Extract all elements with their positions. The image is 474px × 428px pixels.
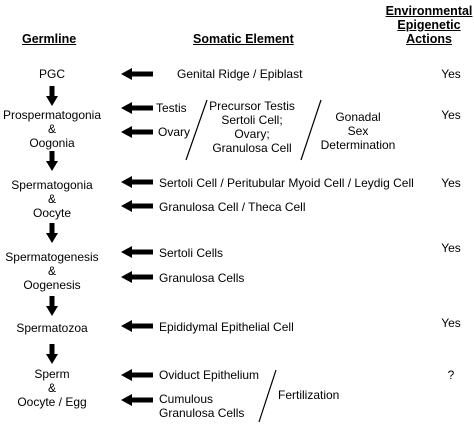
somatic-cumulous-granulosa: Granulosa Cells xyxy=(159,406,245,420)
left-arrow-icon xyxy=(121,320,153,332)
divider-line xyxy=(258,369,277,423)
down-arrow-icon xyxy=(46,344,58,364)
somatic-granulosa-cells: Granulosa Cells xyxy=(159,271,245,285)
germline-oogenesis: Oogenesis xyxy=(23,278,81,292)
action-yes: Yes xyxy=(441,241,461,255)
germline-oocyte: Oocyte xyxy=(32,206,71,220)
environmental-header-line3: Actions xyxy=(406,32,452,46)
somatic-genital-ridge: Genital Ridge / Epiblast xyxy=(177,67,303,81)
left-arrow-icon xyxy=(121,394,153,406)
somatic-epididymal: Epididymal Epithelial Cell xyxy=(159,320,294,334)
germline-pgc: PGC xyxy=(38,67,65,81)
somatic-precursor-testis: Precursor Testis xyxy=(209,99,295,113)
left-arrow-icon xyxy=(121,271,153,283)
down-arrow-icon xyxy=(46,296,58,316)
action-yes: Yes xyxy=(441,316,461,330)
somatic-ovary-granulosa: Ovary; xyxy=(234,127,270,141)
fertilization-label: Fertilization xyxy=(278,388,340,402)
action-unknown: ? xyxy=(447,368,455,382)
somatic-granulosa-cell: Granulosa Cell xyxy=(212,141,292,155)
somatic-element-header: Somatic Element xyxy=(193,32,294,46)
left-arrow-icon xyxy=(121,68,153,80)
down-arrow-icon xyxy=(46,223,58,243)
left-arrow-icon xyxy=(121,102,153,114)
germline-ampersand: & xyxy=(47,192,56,206)
somatic-sertoli-cell: Sertoli Cell; xyxy=(221,113,283,127)
germline-ampersand: & xyxy=(47,381,56,395)
somatic-granulosa-theca: Granulosa Cell / Theca Cell xyxy=(159,200,306,214)
action-yes: Yes xyxy=(441,176,461,190)
left-arrow-icon xyxy=(121,176,153,188)
germline-sperm: Sperm xyxy=(34,367,70,381)
left-arrow-icon xyxy=(121,200,153,212)
action-yes: Yes xyxy=(441,108,461,122)
sex-label: Sex xyxy=(347,124,369,138)
left-arrow-icon xyxy=(121,369,153,381)
determination-label: Determination xyxy=(320,138,396,152)
gonadal-label: Gonadal xyxy=(335,110,381,124)
divider-line xyxy=(185,99,208,161)
somatic-sertoli-peritubular-leydig: Sertoli Cell / Peritubular Myoid Cell / … xyxy=(159,176,414,190)
environmental-header-line1: Environmental xyxy=(385,4,473,18)
germline-ampersand: & xyxy=(47,264,56,278)
germline-oocyte-egg: Oocyte / Egg xyxy=(17,395,87,409)
germline-spermatogonia: Spermatogonia xyxy=(11,178,93,192)
germline-ampersand: & xyxy=(47,122,56,136)
action-yes: Yes xyxy=(441,67,461,81)
germline-spermatozoa: Spermatozoa xyxy=(16,321,88,335)
left-arrow-icon xyxy=(121,126,153,138)
somatic-sertoli-cells: Sertoli Cells xyxy=(159,246,224,260)
somatic-testis: Testis xyxy=(156,101,187,115)
left-arrow-icon xyxy=(121,246,153,258)
somatic-oviduct: Oviduct Epithelium xyxy=(159,368,260,382)
germline-header: Germline xyxy=(22,32,77,46)
germline-oogonia: Oogonia xyxy=(29,136,75,150)
somatic-ovary: Ovary xyxy=(158,125,191,139)
environmental-header-line2: Epigenetic xyxy=(397,18,461,32)
germline-spermatogenesis: Spermatogenesis xyxy=(5,250,99,264)
divider-line xyxy=(300,99,322,161)
germline-prospermatogonia: Prospermatogonia xyxy=(2,108,102,122)
down-arrow-icon xyxy=(46,151,58,171)
down-arrow-icon xyxy=(46,86,58,106)
somatic-cumulous: Cumulous xyxy=(159,392,214,406)
